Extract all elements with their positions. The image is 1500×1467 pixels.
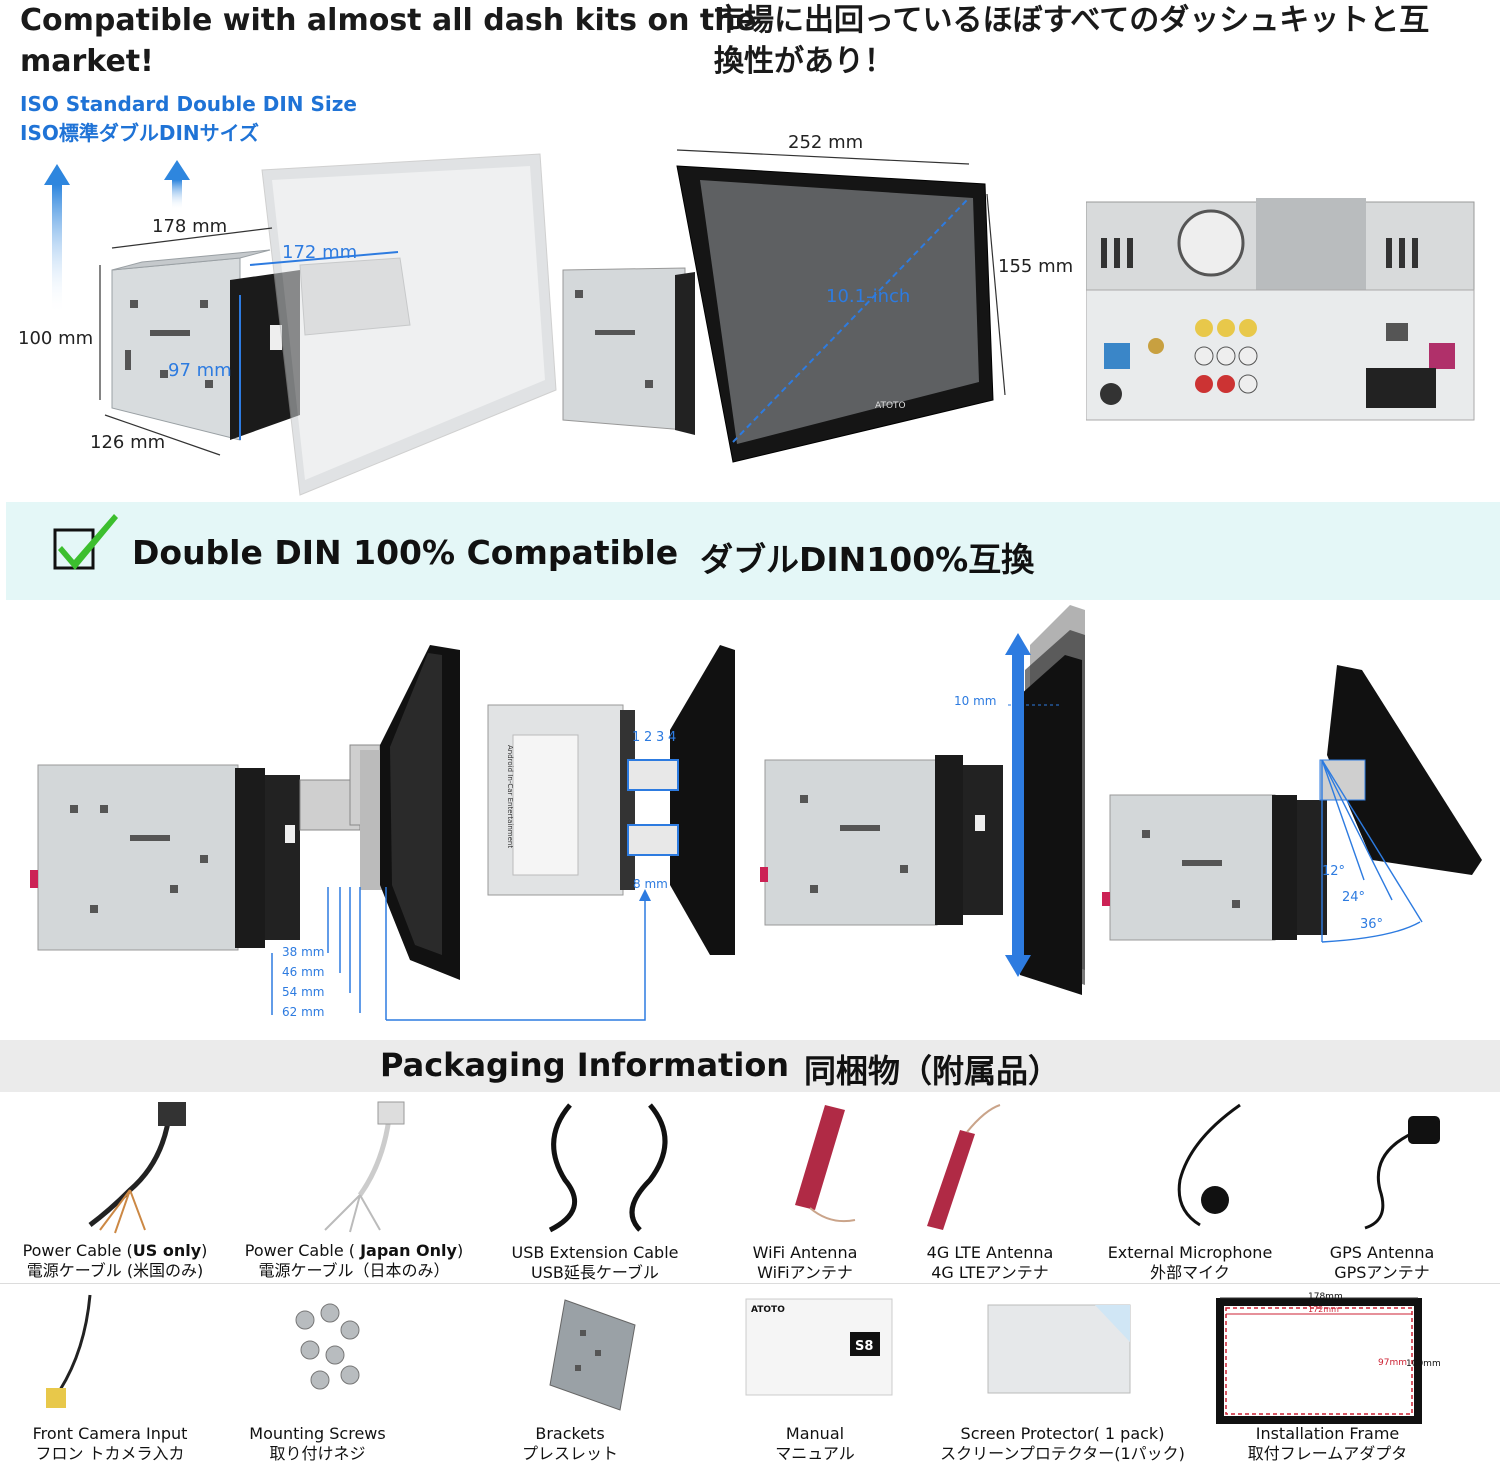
manual-badge-text: S8 <box>855 1339 873 1354</box>
gps-antenna-image <box>1364 1116 1440 1230</box>
height-adjust-diagram <box>760 605 1085 995</box>
vertical-step: 10 mm <box>954 694 997 708</box>
offset-46: 46 mm <box>282 965 325 979</box>
row-divider <box>0 1283 1500 1284</box>
angle-adjust-diagram <box>1102 665 1482 943</box>
brackets-image <box>549 1299 636 1411</box>
screen-protector-image <box>987 1304 1131 1394</box>
power-cable-jp-image <box>324 1101 405 1233</box>
title-en-line2: market! <box>20 44 154 79</box>
installation-frame-image: 178mm 172mm 97mm 100mm <box>1216 1292 1441 1424</box>
dim-252: 252 mm <box>788 132 864 153</box>
title-jp-line2: 換性があり！ <box>714 44 894 79</box>
position-1: 1 <box>632 730 641 745</box>
item-power-cable-jp: Power Cable ( Japan Only) 電源ケーブル（日本のみ） <box>244 1241 464 1280</box>
usb-extension-cable-image <box>548 1103 668 1233</box>
item-mounting-screws: Mounting Screws 取り付けネジ <box>249 1424 386 1463</box>
mounting-screws-image <box>295 1303 360 1390</box>
dim-126: 126 mm <box>90 432 166 453</box>
position-3: 3 <box>656 730 665 745</box>
power-cable-us-image <box>88 1102 186 1234</box>
frame-inner-height: 97mm <box>1378 1358 1407 1368</box>
item-wifi-antenna: WiFi Antenna WiFiアンテナ <box>752 1243 858 1282</box>
depth-adjust-diagram: Android In-Car Entertainment <box>30 645 735 1021</box>
position-2: 2 <box>644 730 653 745</box>
packaging-header-bar <box>0 1040 1500 1092</box>
item-lte-antenna: 4G LTE Antenna 4G LTEアンテナ <box>926 1243 1054 1282</box>
transparent-screen-illustration <box>261 153 557 496</box>
up-arrow-icon <box>44 164 70 315</box>
angle-12: 12° <box>1322 864 1346 879</box>
frame-outer-width: 178mm <box>1308 1292 1343 1302</box>
item-gps-antenna: GPS Antenna GPSアンテナ <box>1329 1243 1435 1282</box>
frame-outer-height: 100mm <box>1406 1359 1441 1369</box>
packaging-title-en: Packaging Information <box>380 1046 790 1084</box>
unit-label-text: Android In-Car Entertainment <box>506 745 514 848</box>
brand-logo-text: ATOTO <box>875 401 906 411</box>
bracket-gap: 8 mm <box>633 877 668 891</box>
item-manual: Manual マニュアル <box>775 1424 855 1463</box>
dim-178: 178 mm <box>152 216 228 237</box>
iso-label-en: ISO Standard Double DIN Size <box>20 92 357 116</box>
item-front-camera-input: Front Camera Input フロン トカメラ入カ <box>32 1424 188 1463</box>
compatibility-banner <box>6 502 1500 600</box>
dim-100: 100 mm <box>18 328 94 349</box>
front-camera-input-image <box>46 1294 92 1408</box>
dim-155: 155 mm <box>998 256 1074 277</box>
up-arrow-icon <box>164 160 190 210</box>
item-brackets: Brackets プレスレット <box>521 1424 618 1463</box>
manual-brand-text: ATOTO <box>751 1305 785 1315</box>
offset-62: 62 mm <box>282 1005 325 1019</box>
banner-text-jp: ダブルDIN100%互換 <box>700 540 1035 579</box>
item-external-microphone: External Microphone 外部マイク <box>1107 1243 1273 1282</box>
offset-54: 54 mm <box>282 985 325 999</box>
packaging-title-jp: 同梱物（附属品） <box>804 1052 1061 1090</box>
dim-97: 97 mm <box>168 360 232 381</box>
frame-inner-width: 172mm <box>1308 1305 1339 1314</box>
manual-image: ATOTO S8 <box>745 1298 893 1396</box>
dim-172: 172 mm <box>282 242 358 263</box>
rear-panel-illustration <box>1086 198 1475 421</box>
title-en-line1: Compatible with almost all dash kits on … <box>20 3 756 38</box>
banner-text-en: Double DIN 100% Compatible <box>132 533 679 572</box>
item-screen-protector: Screen Protector( 1 pack) スクリーンプロテクター(1パ… <box>940 1424 1185 1463</box>
angle-24: 24° <box>1342 890 1366 905</box>
item-installation-frame: Installation Frame 取付フレームアダプタ <box>1247 1424 1408 1463</box>
wifi-antenna-image <box>795 1105 856 1223</box>
item-power-cable-us: Power Cable (US only) 電源ケーブル (米国のみ) <box>22 1241 208 1280</box>
din-unit-dimension-diagram <box>44 153 557 496</box>
screen-unit-diagram: ATOTO <box>562 149 1006 463</box>
title-jp-line1: 市場に出回っているほぼすべてのダッシュキットと互 <box>714 3 1430 38</box>
diagonal-label: 10.1-inch <box>826 286 911 307</box>
item-usb-extension-cable: USB Extension Cable USB延長ケーブル <box>511 1243 679 1282</box>
offset-38: 38 mm <box>282 945 325 959</box>
lte-antenna-image <box>927 1104 1001 1230</box>
angle-36: 36° <box>1360 917 1384 932</box>
external-microphone-image <box>1177 1103 1241 1227</box>
checkmark-icon <box>53 514 118 570</box>
iso-label-jp: ISO標準ダブルDINサイズ <box>20 121 260 145</box>
position-4: 4 <box>668 730 677 745</box>
